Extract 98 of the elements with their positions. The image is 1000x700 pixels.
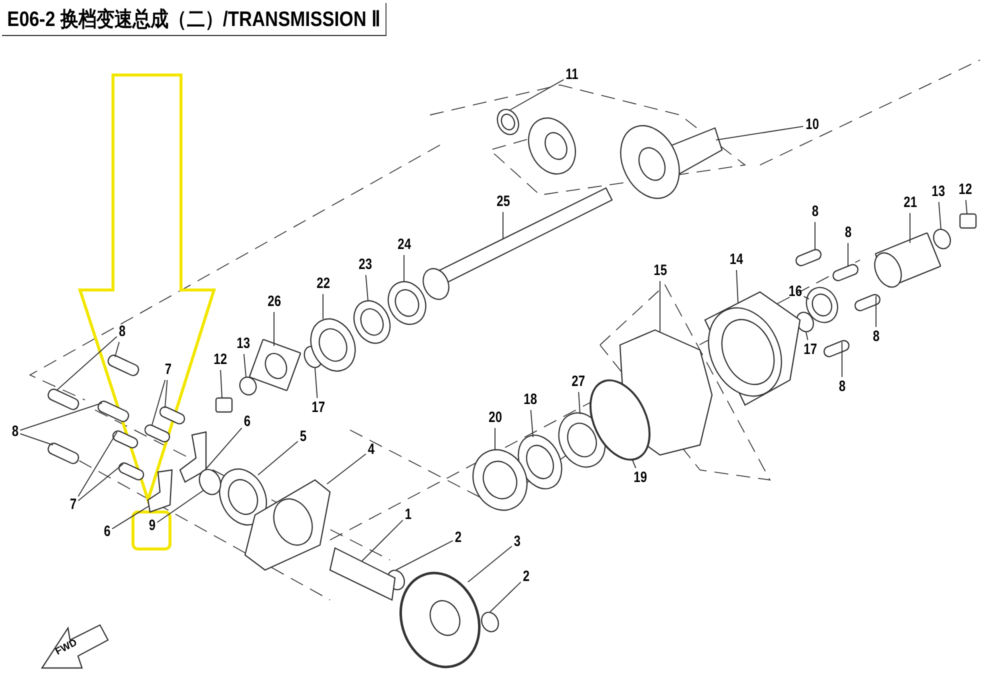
bolt — [215, 397, 233, 413]
callout-number: 14 — [729, 252, 743, 268]
leader-line — [578, 392, 580, 414]
callout-number: 9 — [148, 518, 156, 534]
leader-line — [362, 520, 404, 562]
callout-number: 23 — [358, 257, 372, 273]
bearing — [472, 449, 528, 511]
leader-line — [494, 428, 496, 450]
callout-number: 4 — [368, 442, 374, 458]
callout-number: 27 — [571, 374, 585, 390]
dowel-pin — [110, 428, 140, 450]
plate — [179, 431, 207, 483]
callout-number: 8 — [844, 225, 852, 241]
leader-line — [965, 200, 968, 214]
callout-number: 7 — [70, 497, 76, 513]
callout-number: 8 — [838, 379, 846, 395]
bevel-gear — [528, 118, 576, 174]
callout-number: 26 — [267, 294, 281, 310]
leader-line — [78, 432, 118, 497]
leader-line — [468, 546, 512, 582]
callout-number: 17 — [803, 342, 817, 358]
shaft — [422, 187, 613, 300]
leader-line — [502, 212, 504, 240]
callout-number: 17 — [311, 400, 325, 416]
nut — [496, 108, 520, 136]
oil-seal — [806, 286, 838, 324]
bearing-cover — [353, 300, 391, 344]
leader-line — [314, 368, 318, 398]
callout-number: 18 — [523, 392, 537, 408]
leader-line — [220, 370, 222, 398]
callout-number: 16 — [788, 284, 802, 300]
leader-line — [20, 402, 102, 431]
leader-line — [152, 380, 166, 426]
callout-number: 22 — [316, 276, 330, 292]
bearing-housing — [244, 479, 331, 571]
callout-number: 24 — [397, 237, 411, 253]
page-title: E06-2 换档变速总成（二）/TRANSMISSION Ⅱ — [2, 3, 386, 36]
dowel-pin — [158, 404, 187, 426]
callout-number: 12 — [958, 182, 972, 198]
leader-line — [530, 410, 534, 438]
callout-number: 6 — [104, 524, 110, 540]
leader-line — [510, 79, 564, 110]
leader-line — [326, 454, 366, 484]
circlip — [481, 612, 499, 632]
callout-number: 15 — [653, 263, 667, 279]
leader-line — [56, 336, 118, 390]
direction-label: FWD — [54, 637, 80, 658]
leader-line — [322, 294, 324, 320]
leader-line — [938, 202, 942, 230]
leader-line — [114, 342, 120, 358]
callout-number: 12 — [213, 352, 227, 368]
callout-number: 20 — [488, 410, 502, 426]
callout-number: 25 — [496, 194, 510, 210]
leader-line — [20, 433, 54, 446]
leader-line — [78, 464, 124, 502]
callout-number: 5 — [300, 429, 306, 445]
washer — [198, 468, 222, 496]
callout-number: 6 — [244, 414, 250, 430]
callout-number: 1 — [404, 507, 412, 523]
oil-seal — [310, 318, 356, 372]
leader-line — [164, 380, 168, 408]
leader-line — [156, 490, 204, 523]
callout-number: 8 — [118, 324, 126, 340]
callout-number: 19 — [633, 470, 647, 486]
leader-line — [258, 440, 298, 476]
callout-number: 13 — [931, 184, 945, 200]
callout-number: 3 — [514, 534, 520, 550]
bearing — [388, 281, 426, 325]
callout-number: 21 — [903, 195, 917, 211]
leader-line — [243, 354, 246, 378]
leader-line — [112, 506, 150, 530]
o-ring — [590, 379, 650, 461]
callout-number: 7 — [164, 362, 172, 378]
bevel-gear-shaft — [620, 125, 723, 199]
leader-line — [204, 427, 242, 470]
callout-number: 2 — [522, 569, 530, 585]
callout-number: 8 — [812, 204, 818, 220]
callout-number: 13 — [236, 336, 250, 352]
output-shaft — [329, 547, 396, 601]
leader-line — [814, 222, 816, 250]
washer — [239, 376, 257, 396]
callout-number: 8 — [872, 329, 880, 345]
gear — [399, 572, 481, 668]
callout-number: 10 — [805, 117, 819, 133]
callout-number: 11 — [566, 67, 578, 83]
leader-line — [736, 270, 738, 304]
leader-line — [490, 582, 522, 612]
washer — [933, 228, 951, 250]
plate — [147, 469, 173, 513]
leader-line — [396, 540, 454, 570]
callout-number: 2 — [454, 530, 462, 546]
leader-line — [632, 458, 636, 468]
callout-number: 8 — [12, 424, 18, 440]
leader-line — [803, 296, 810, 300]
bolt — [959, 213, 977, 229]
leader-line — [806, 332, 808, 340]
leader-line — [716, 126, 804, 140]
leader-line — [365, 274, 368, 302]
